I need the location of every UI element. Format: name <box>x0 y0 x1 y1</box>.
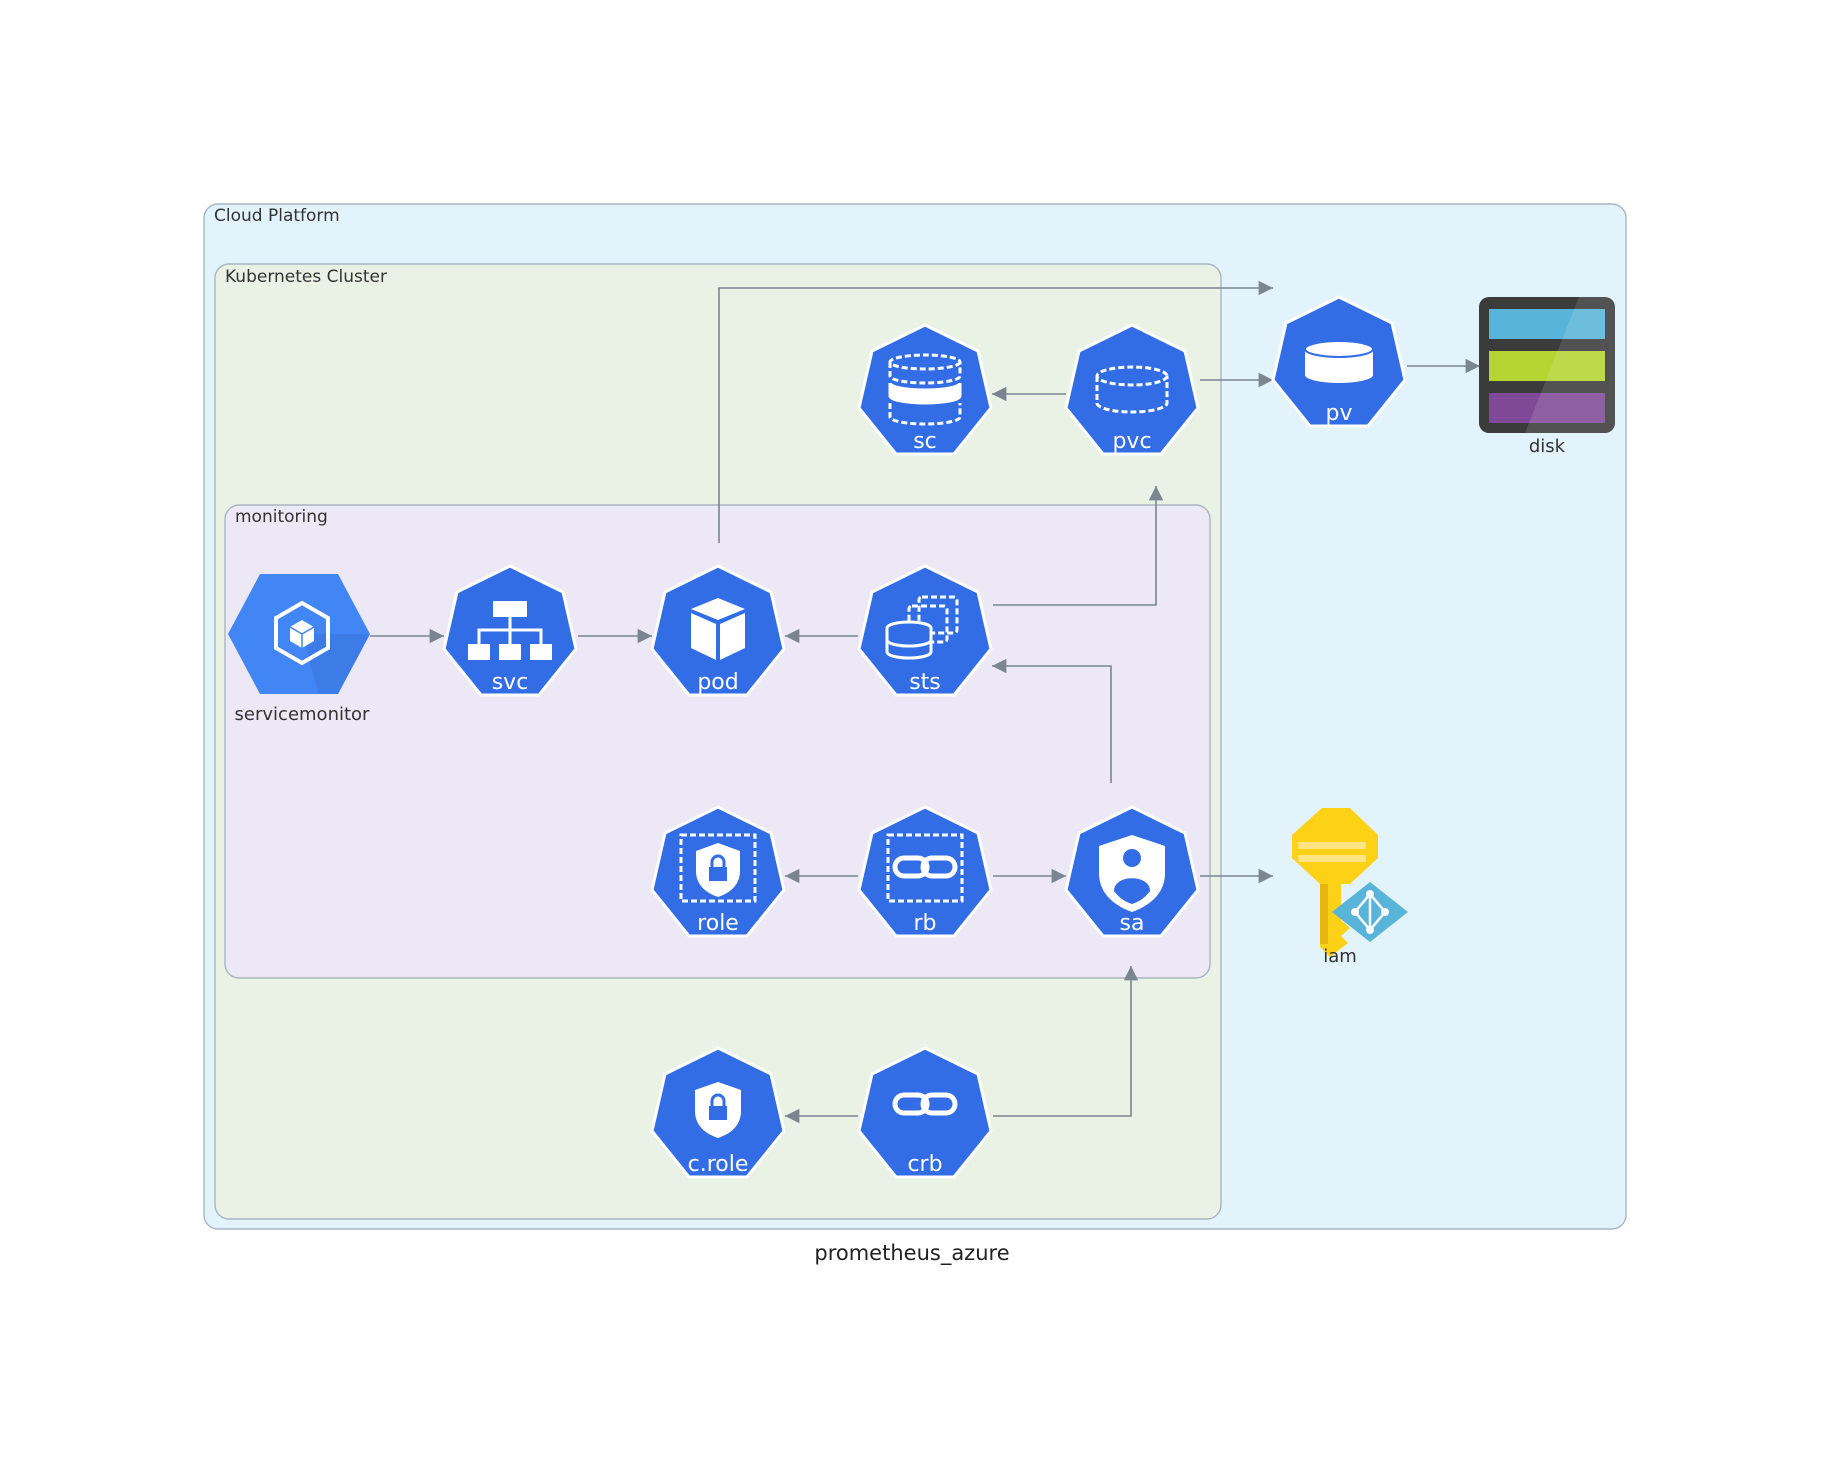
pvc-label: pvc <box>1112 429 1151 454</box>
statefulset-icon <box>885 595 959 660</box>
disk-label: disk <box>1529 436 1566 457</box>
disk-node[interactable]: disk <box>1479 297 1615 457</box>
crole-node[interactable]: c.role <box>650 1046 786 1179</box>
pvc-node[interactable]: pvc <box>1064 323 1200 456</box>
sa-label: sa <box>1120 911 1145 936</box>
kubernetes-cluster-label: Kubernetes Cluster <box>225 267 387 287</box>
disk-icon <box>1479 297 1615 433</box>
service-account-icon <box>1099 835 1165 912</box>
sc-label: sc <box>913 429 937 454</box>
role-lock-icon <box>679 833 757 903</box>
pv-label: pv <box>1326 401 1353 426</box>
volume-icon <box>1304 340 1374 383</box>
edge-sa-sts <box>992 658 1112 783</box>
svc-label: svc <box>492 670 529 695</box>
network-tree-icon <box>468 601 552 660</box>
cloud-platform-label: Cloud Platform <box>214 206 340 226</box>
edge-crb-sa <box>993 966 1139 1117</box>
monitoring-label: monitoring <box>235 507 328 527</box>
cube-icon <box>691 598 745 660</box>
crb-label: crb <box>907 1152 942 1177</box>
identity-diamond-icon <box>1332 882 1408 942</box>
crb-node[interactable]: crb <box>857 1046 993 1179</box>
sts-node[interactable]: sts <box>857 564 993 697</box>
svc-node[interactable]: svc <box>442 564 578 697</box>
pv-node[interactable]: pv <box>1271 295 1407 428</box>
rolebinding-link-icon <box>886 833 964 903</box>
edge-pod-pv <box>718 280 1273 543</box>
role-label: role <box>697 911 739 936</box>
edge-sts-pvc <box>993 486 1164 606</box>
volume-claim-icon <box>1095 365 1169 414</box>
cluster-role-lock-icon <box>695 1082 741 1138</box>
iam-node[interactable]: iam <box>1292 808 1408 967</box>
cluster-rolebinding-link-icon <box>892 1092 958 1116</box>
pod-label: pod <box>697 670 738 695</box>
rb-node[interactable]: rb <box>857 805 993 938</box>
sts-label: sts <box>909 670 941 695</box>
key-icon <box>1292 808 1378 957</box>
sa-node[interactable]: sa <box>1064 805 1200 938</box>
role-node[interactable]: role <box>650 805 786 938</box>
diagram-title: prometheus_azure <box>814 1241 1009 1266</box>
edges <box>370 280 1480 1124</box>
sc-node[interactable]: sc <box>857 323 993 456</box>
servicemonitor-label: servicemonitor <box>235 704 371 725</box>
crole-label: c.role <box>688 1152 749 1177</box>
servicemonitor-node[interactable]: servicemonitor <box>228 574 370 725</box>
pod-node[interactable]: pod <box>650 564 786 697</box>
rb-label: rb <box>913 911 936 936</box>
storage-class-icon <box>888 353 962 426</box>
servicemonitor-icon <box>228 574 370 694</box>
iam-label: iam <box>1323 946 1357 967</box>
